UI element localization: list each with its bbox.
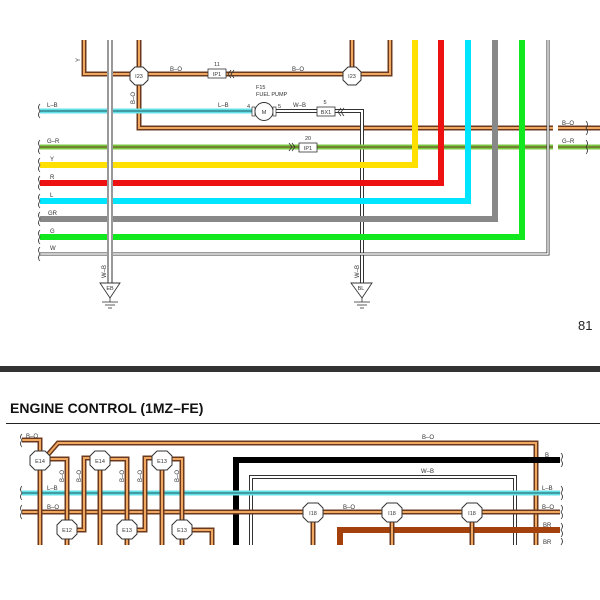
label-y: Y [50, 157, 54, 163]
section-title: ENGINE CONTROL (1MZ–FE) [10, 400, 204, 416]
junction-e13-top: E13 [151, 450, 173, 471]
label-w-b-bottom: W–B [421, 469, 434, 475]
bottom-left-braces [20, 433, 23, 520]
connector-bx1-5: 5 BX1 [316, 100, 345, 117]
junction-i18-3: I18 [461, 502, 483, 523]
label-br-right-1: BR [543, 523, 552, 529]
wire-w-b-left-overlay [107, 40, 113, 285]
wire-w [40, 40, 550, 256]
junction-e12: E12 [56, 519, 78, 540]
svg-text:IP1: IP1 [304, 146, 312, 152]
junction-i18-1: I18 [302, 502, 324, 523]
svg-text:20: 20 [305, 136, 311, 142]
wire-g [40, 40, 525, 240]
label-b-o-vert-3: B–O [120, 470, 126, 482]
label-r: R [50, 175, 55, 181]
label-l-b: L–B [47, 103, 58, 109]
svg-text:I18: I18 [468, 511, 476, 517]
connector-ip1-20: 20 IP1 [288, 136, 318, 153]
wire-w-b-right [276, 109, 364, 285]
label-w-b-right: W–B [355, 265, 361, 278]
svg-text:I18: I18 [309, 511, 317, 517]
svg-text:E13: E13 [122, 528, 132, 534]
connector-ip1-11: 11 IP1 [207, 62, 235, 79]
wire-b-o-top-right [349, 40, 393, 77]
label-g-r-right: G–R [562, 139, 575, 145]
label-g-r: G–R [47, 139, 60, 145]
wire-b-o-top-left [81, 40, 352, 77]
label-b-o-vert-4: B–O [138, 470, 144, 482]
label-b-o-mid: B–O [343, 505, 355, 511]
svg-text:4: 4 [247, 104, 250, 110]
bottom-right-braces [560, 452, 563, 546]
label-l-b-left: L–B [47, 486, 58, 492]
junction-i23-left: I23 [129, 66, 149, 86]
label-b-o-vert: B–O [131, 92, 137, 104]
ground-bl: BL [350, 282, 373, 309]
junction-e13-mid-2: E13 [171, 519, 193, 540]
label-b-o-vert-1: B–O [60, 470, 66, 482]
svg-text:BX1: BX1 [321, 110, 331, 116]
label-b-o-2: B–O [292, 67, 304, 73]
svg-text:5: 5 [323, 100, 326, 106]
label-b-o-top-bus: B–O [422, 435, 434, 441]
svg-text:E13: E13 [177, 528, 187, 534]
svg-text:EB: EB [106, 286, 114, 292]
svg-text:5: 5 [278, 104, 281, 110]
wire-br [337, 527, 560, 545]
label-b-o-left-top: B–O [26, 434, 38, 440]
right-wire-braces [585, 120, 588, 155]
svg-text:E13: E13 [157, 459, 167, 465]
label-b-o-right: B–O [562, 121, 574, 127]
label-l: L [50, 193, 54, 199]
junction-e14-1: E14 [29, 450, 51, 471]
wire-y [40, 40, 418, 168]
svg-text:I23: I23 [135, 74, 143, 80]
svg-text:I23: I23 [348, 74, 356, 80]
label-b-o-left: B–O [47, 505, 59, 511]
bottom-wiring-diagram: B–O L–B B–O B L–B B–O BR BR B–O W–B B–O … [20, 433, 563, 546]
top-wiring-diagram: L–B G–R Y R L GR G W B–O G–R B–O B–O L–B… [38, 40, 600, 309]
label-w-b-left: W–B [102, 265, 108, 278]
label-y-top: Y [76, 58, 82, 62]
svg-text:I18: I18 [388, 511, 396, 517]
label-l-b-inline: L–B [218, 103, 229, 109]
svg-text:FUEL PUMP: FUEL PUMP [256, 92, 288, 98]
svg-text:11: 11 [214, 62, 220, 68]
svg-text:E12: E12 [62, 528, 72, 534]
page-number: 81 [578, 318, 593, 333]
wire-l [40, 40, 471, 204]
svg-text:BL: BL [358, 286, 365, 292]
label-gr: GR [48, 211, 58, 217]
label-l-b-right: L–B [542, 486, 553, 492]
junction-e14-2: E14 [89, 450, 111, 471]
label-w: W [50, 246, 56, 252]
junction-i18-2: I18 [381, 502, 403, 523]
label-g: G [50, 229, 55, 235]
svg-text:F15: F15 [256, 85, 265, 91]
junction-e13-mid-1: E13 [116, 519, 138, 540]
wire-b-o-vertical [136, 40, 600, 131]
wire-r [40, 40, 444, 186]
page-separator [0, 366, 600, 372]
label-br-right-2: BR [543, 540, 552, 546]
fuel-pump-motor: F15 FUEL PUMP 4 5 M [247, 85, 288, 121]
label-b-o-vert-5: B–O [175, 470, 181, 482]
wire-b [233, 457, 560, 545]
junction-i23-right: I23 [342, 66, 362, 86]
left-wire-braces [38, 103, 41, 262]
svg-text:E14: E14 [95, 459, 105, 465]
svg-text:M: M [262, 110, 267, 116]
ground-eb: EB [99, 282, 121, 309]
label-b-o-right: B–O [542, 505, 554, 511]
wire-gr [40, 40, 498, 222]
label-b-o-1: B–O [170, 67, 182, 73]
label-w-b-inline: W–B [293, 103, 306, 109]
label-b-o-vert-2: B–O [77, 470, 83, 482]
label-b-right: B [545, 453, 549, 459]
title-underline [6, 423, 600, 424]
svg-text:E14: E14 [35, 459, 45, 465]
svg-text:IP1: IP1 [213, 72, 221, 78]
